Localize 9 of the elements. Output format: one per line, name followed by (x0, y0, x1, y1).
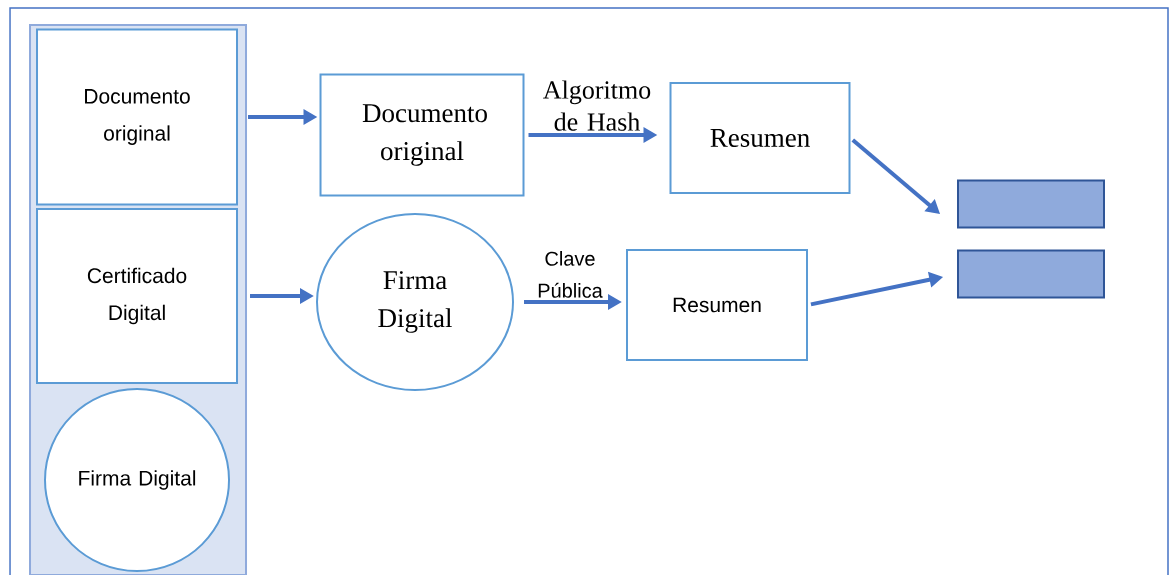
edge-label: Algoritmo de Hash (543, 80, 651, 131)
certificate-box: Certificado Digital (36, 208, 238, 384)
summary-box: Resumen (626, 249, 808, 361)
edge-label: Clave Pública (538, 251, 603, 298)
comparison-bar (957, 249, 1105, 299)
document-box: Documento original (36, 28, 238, 206)
comparison-bar (957, 179, 1105, 229)
document-box: Documento original (319, 73, 525, 197)
summary-box: Resumen (669, 82, 851, 194)
